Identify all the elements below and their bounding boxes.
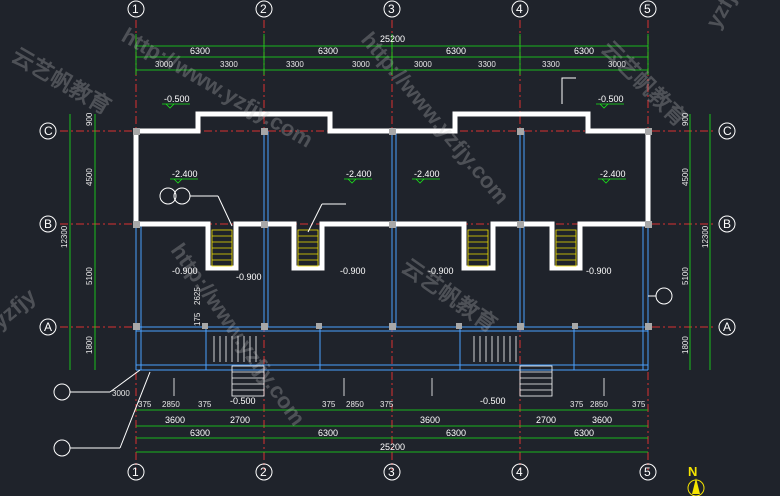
dim-left-1800: 1800	[85, 336, 94, 354]
dim-left-12300: 12300	[60, 225, 69, 248]
entry-steps	[213, 336, 553, 397]
axis-bubbles-left	[39, 122, 57, 336]
level-lower-2: -0.900	[236, 272, 262, 282]
leader-symbols	[53, 77, 673, 457]
dim-top-sub-3: 3300	[286, 60, 304, 69]
watermark-url-2: http://www.yzfjy.com	[356, 27, 514, 209]
level-room-2: -2.400	[346, 169, 372, 179]
dim-bottom-small-1: 375	[138, 400, 152, 409]
dim-left-175: 175	[193, 312, 202, 326]
dim-top-sub-8: 3000	[608, 60, 626, 69]
structural-columns	[133, 128, 652, 330]
dim-bottom-small-9: 375	[632, 400, 646, 409]
level-lower-3: -0.900	[340, 266, 366, 276]
dim-total-top: 25200	[380, 34, 405, 44]
dim-top-sub-6: 3300	[478, 60, 496, 69]
axis-label-row-a-right: A	[723, 320, 731, 334]
axis-bubbles-right	[718, 122, 736, 336]
dim-top-sub-7: 3300	[542, 60, 560, 69]
dim-bay-3-bottom: 6300	[446, 428, 466, 438]
level-marks	[162, 103, 626, 184]
dim-left-5100: 5100	[85, 267, 94, 285]
north-arrow-icon	[687, 478, 705, 496]
axis-label-col-2-top: 2	[260, 2, 267, 16]
level-top-left: -0.500	[164, 94, 190, 104]
dim-bottom-small-2: 2850	[162, 400, 180, 409]
dim-bottom-small-8: 2850	[590, 400, 608, 409]
dim-bottom-mid-5: 3600	[592, 415, 612, 425]
dim-top-sub-5: 3000	[414, 60, 432, 69]
dim-right-900: 900	[681, 112, 690, 126]
dim-left-2625: 2625	[193, 287, 202, 305]
axis-label-row-b-left: B	[44, 217, 52, 231]
axis-label-row-a-left: A	[44, 320, 52, 334]
dim-bay-4-bottom: 6300	[574, 428, 594, 438]
watermark-brand-2: 云艺帆教育	[596, 36, 691, 131]
watermark-brand-1: 云艺帆教育	[8, 43, 116, 120]
dim-bottom-small-7: 375	[570, 400, 584, 409]
dim-right-12300: 12300	[701, 225, 710, 248]
level-room-3: -2.400	[414, 169, 440, 179]
dim-right-5100: 5100	[681, 267, 690, 285]
dim-bottom-extra: 3000	[112, 389, 130, 398]
dim-left-900: 900	[85, 112, 94, 126]
axis-label-col-1-bottom: 1	[132, 465, 139, 479]
dim-bottom-mid-3: 3600	[420, 415, 440, 425]
dim-bay-1-bottom: 6300	[190, 428, 210, 438]
dim-total-bottom: 25200	[380, 442, 405, 452]
axis-bubbles-top	[127, 0, 657, 18]
dim-right-4500: 4500	[681, 168, 690, 186]
level-lower-1: -0.900	[172, 266, 198, 276]
level-front-2: -0.500	[480, 396, 506, 406]
axis-label-row-b-right: B	[723, 217, 731, 231]
axis-label-col-2-bottom: 2	[260, 465, 267, 479]
axis-label-col-4-bottom: 4	[516, 465, 523, 479]
level-room-1: -2.400	[172, 169, 198, 179]
watermark-small-2: yzfjy	[0, 283, 41, 334]
partitions	[135, 131, 649, 371]
dim-bottom-mid-4: 2700	[536, 415, 556, 425]
dim-top-sub-2: 3300	[220, 60, 238, 69]
axis-label-col-3-top: 3	[388, 2, 395, 16]
axis-label-row-c-right: C	[723, 124, 732, 138]
dim-bottom-small-4: 375	[322, 400, 336, 409]
level-room-4: -2.400	[600, 169, 626, 179]
outer-wall	[133, 111, 651, 271]
level-lower-5: -0.900	[586, 266, 612, 276]
dim-bay-2-bottom: 6300	[318, 428, 338, 438]
axis-label-col-4-top: 4	[516, 2, 523, 16]
dim-bay-4-top: 6300	[574, 46, 594, 56]
north-label: N	[688, 464, 697, 479]
axis-label-col-5-bottom: 5	[644, 465, 651, 479]
axis-label-col-1-top: 1	[132, 2, 139, 16]
dim-top-sub-4: 3000	[352, 60, 370, 69]
dim-bottom-small-3: 375	[198, 400, 212, 409]
level-lower-4: -0.900	[428, 266, 454, 276]
axis-label-col-3-bottom: 3	[388, 465, 395, 479]
axis-label-col-5-top: 5	[644, 2, 651, 16]
dim-bay-1-top: 6300	[190, 46, 210, 56]
dim-bay-3-top: 6300	[446, 46, 466, 56]
watermark-small-1: yzfjy	[701, 0, 747, 33]
level-front-1: -0.500	[230, 396, 256, 406]
dim-bottom-mid-1: 3600	[165, 415, 185, 425]
dim-bottom-mid-2: 2700	[230, 415, 250, 425]
dim-top-sub-1: 3000	[155, 60, 173, 69]
axis-label-row-c-left: C	[44, 124, 53, 138]
dim-right-1800: 1800	[681, 336, 690, 354]
dimension-lines	[69, 34, 711, 453]
stairs	[211, 229, 577, 267]
axis-bubbles-bottom	[127, 463, 657, 481]
dim-bay-2-top: 6300	[318, 46, 338, 56]
dim-bottom-small-5: 2850	[346, 400, 364, 409]
dim-left-4500: 4500	[85, 168, 94, 186]
entry-arrows	[173, 378, 605, 396]
dim-bottom-small-6: 375	[380, 400, 394, 409]
level-top-right: -0.500	[598, 94, 624, 104]
